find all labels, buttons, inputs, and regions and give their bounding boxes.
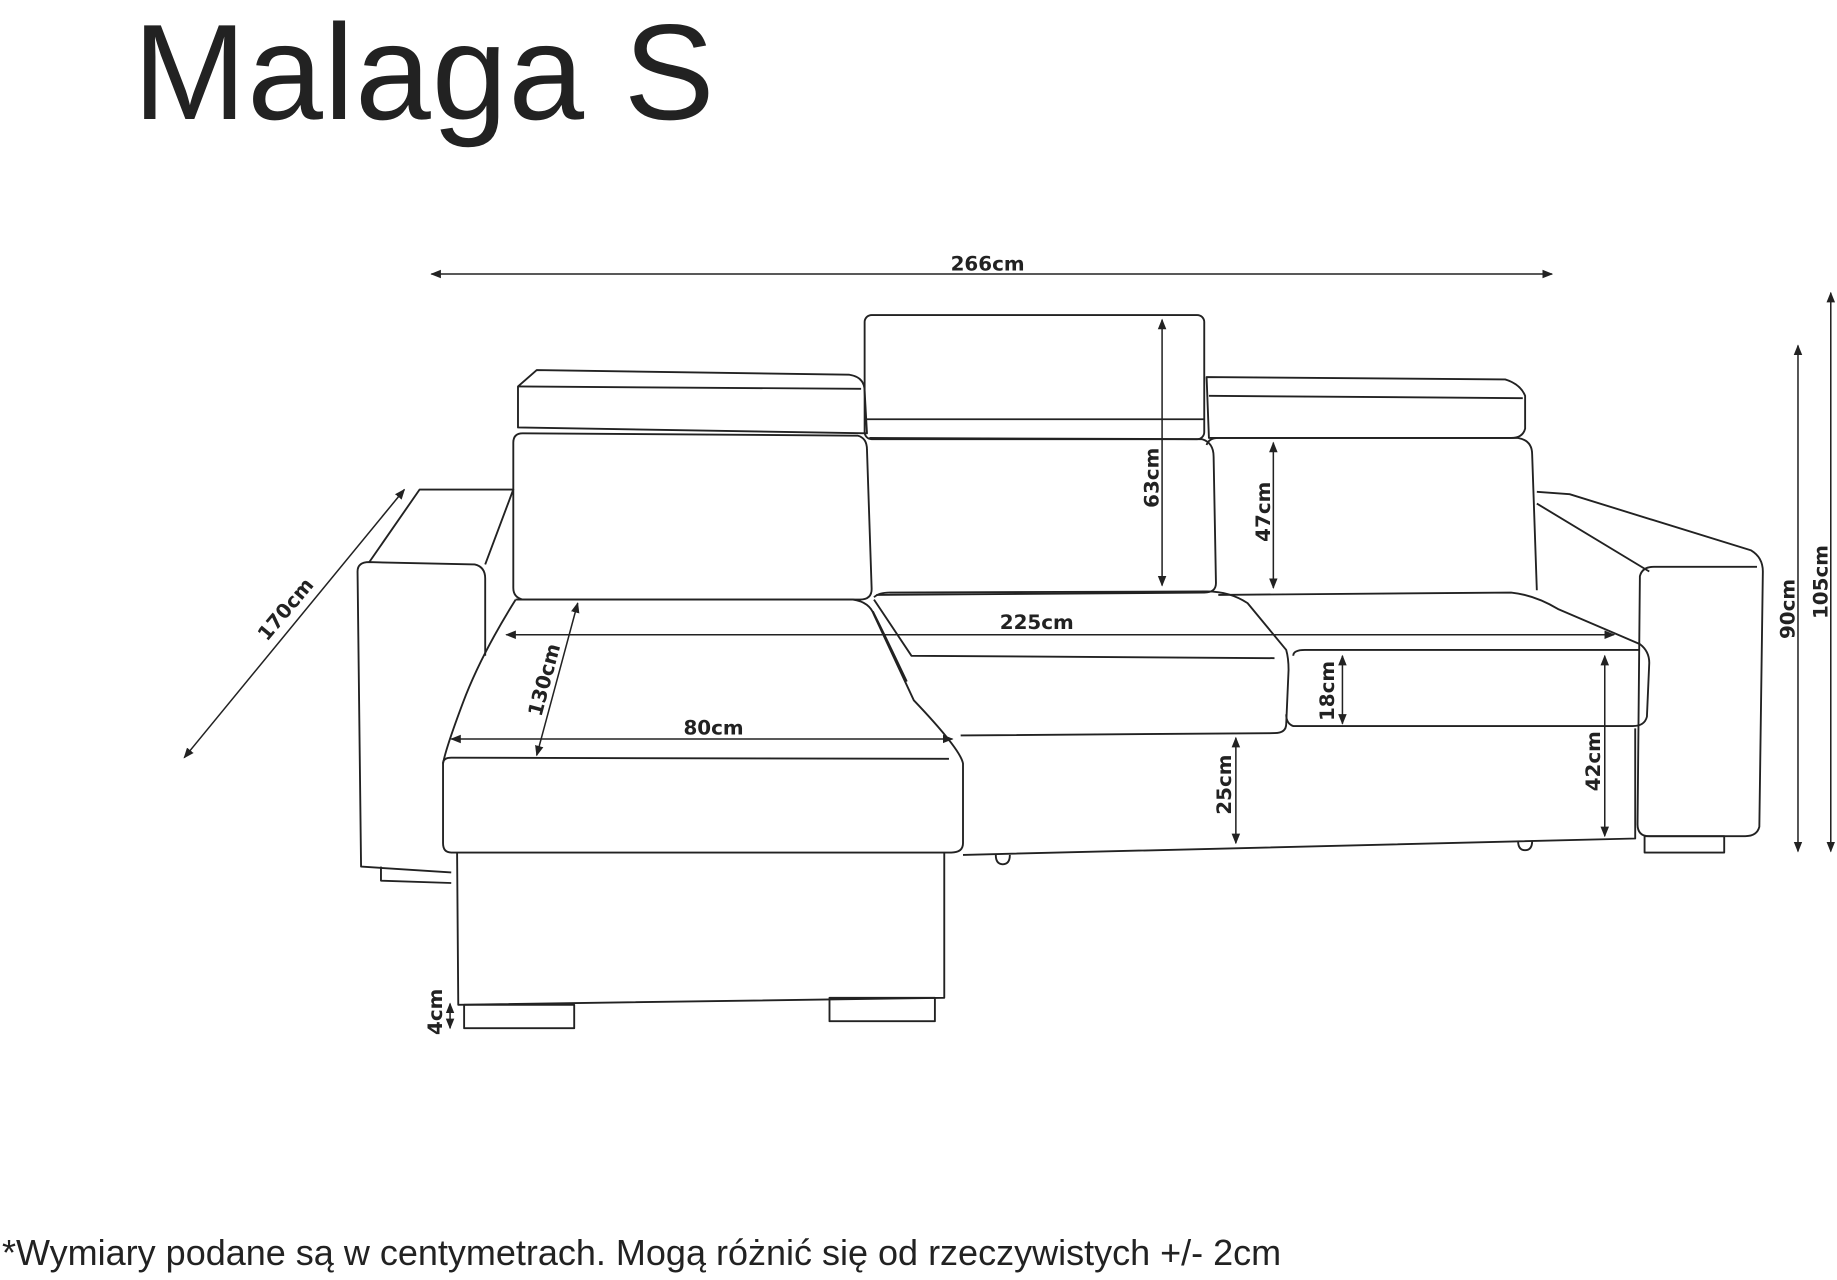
label-total-width: 266cm	[951, 253, 1025, 276]
label-headrest-range: 63cm	[1141, 448, 1164, 508]
label-cushion-height: 18cm	[1316, 661, 1339, 721]
footnote: *Wymiary podane są w centymetrach. Mogą …	[2, 1232, 1282, 1273]
label-height-high: 105cm	[1809, 545, 1832, 619]
sofa-outline	[356, 314, 1764, 1030]
label-chaise-depth: 130cm	[524, 641, 565, 718]
product-title: Malaga S	[133, 0, 716, 148]
label-leg-height: 4cm	[424, 989, 447, 1035]
label-seat-height: 42cm	[1582, 731, 1605, 791]
label-height-low: 90cm	[1776, 579, 1799, 639]
label-base-height: 25cm	[1213, 755, 1236, 815]
dimension-lines	[183, 269, 1836, 1030]
label-backrest-height: 47cm	[1252, 482, 1275, 542]
label-chaise-width: 80cm	[683, 716, 743, 739]
dimension-labels: 266cm 170cm 63cm 47cm 225cm 130cm 80cm 1…	[253, 253, 1832, 1035]
label-seat-width: 225cm	[1000, 611, 1074, 634]
